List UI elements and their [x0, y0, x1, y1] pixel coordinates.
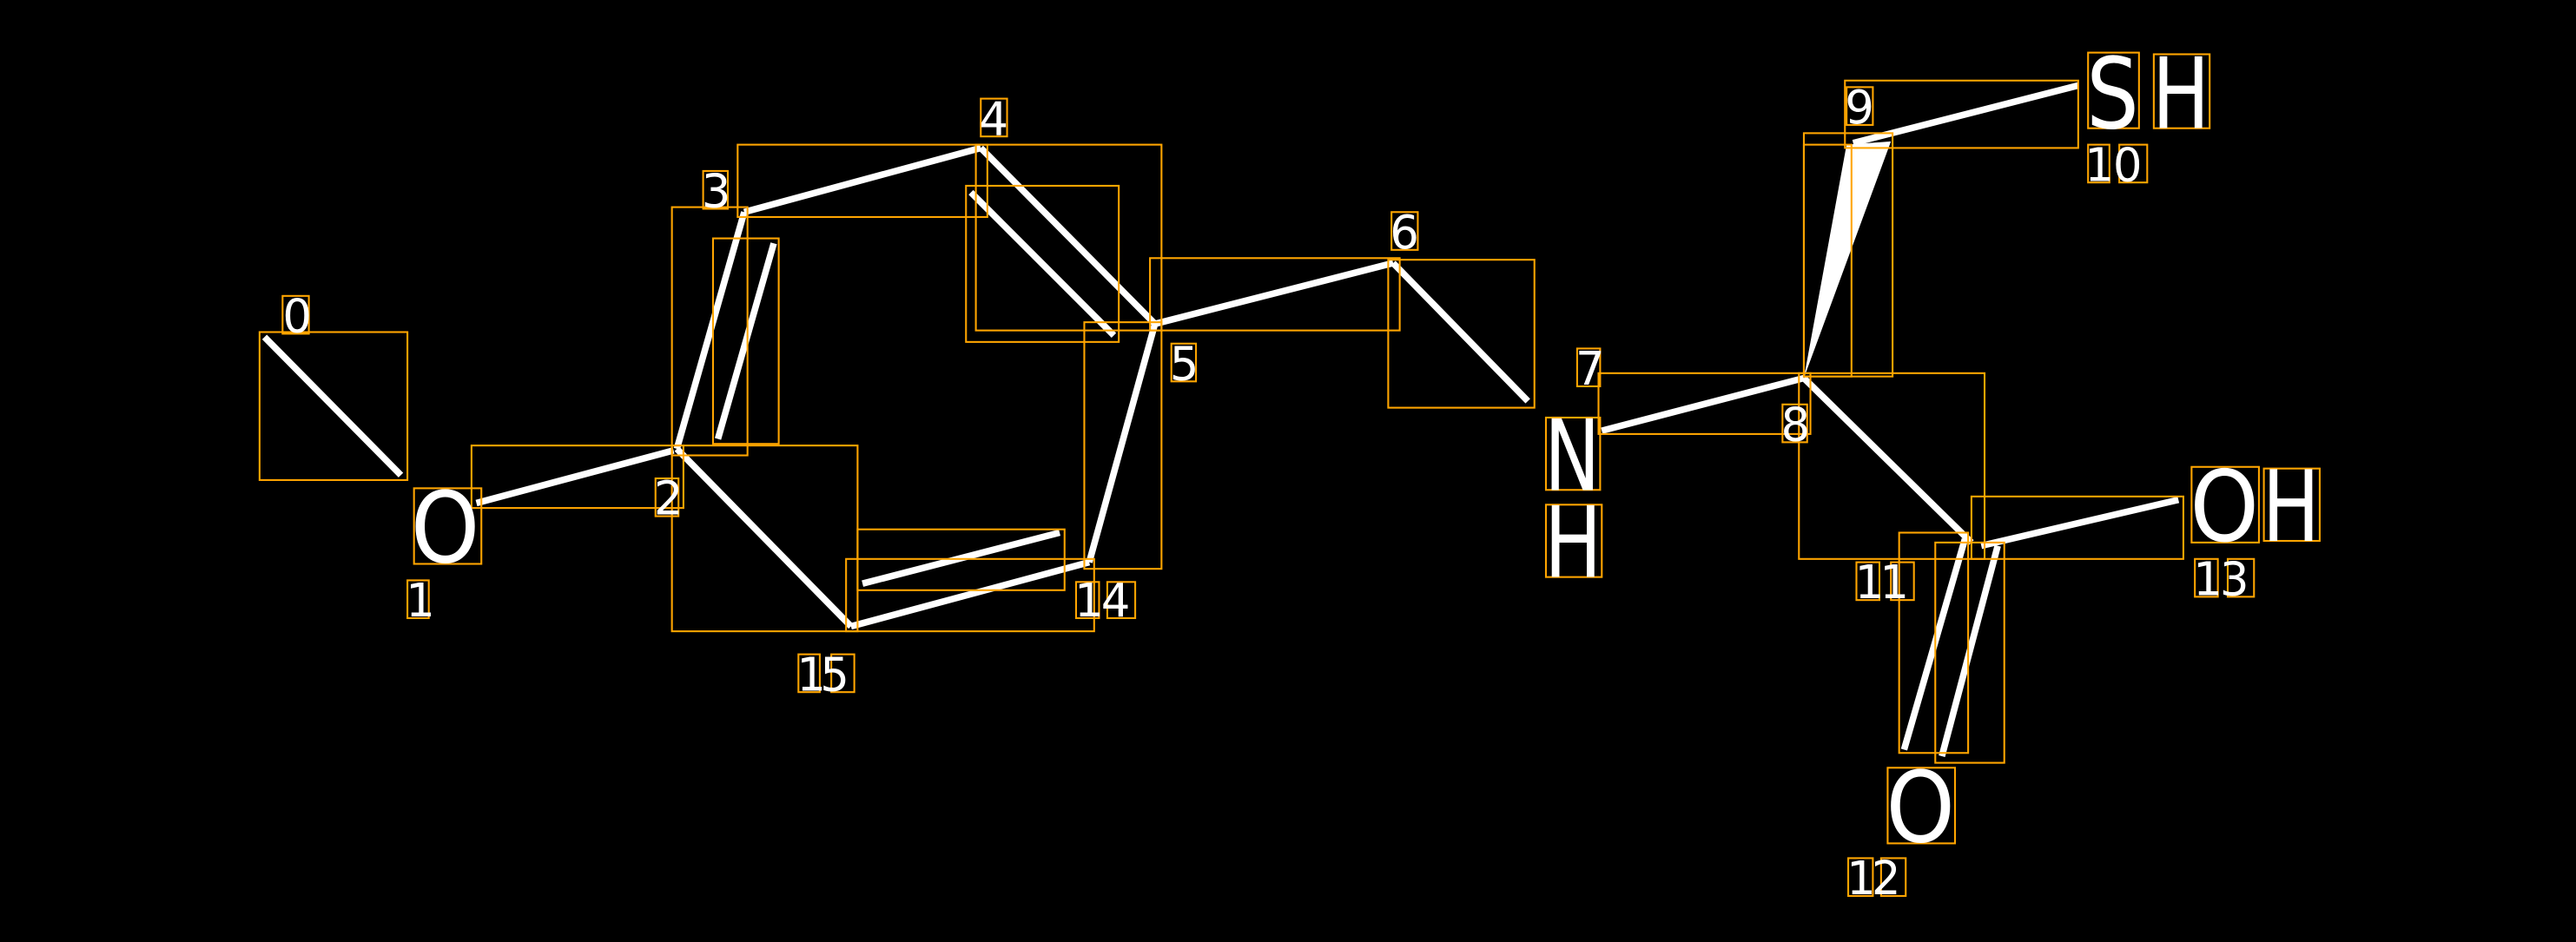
atom-index-5: 5 — [1170, 338, 1204, 391]
bond-14-15 — [849, 558, 1091, 630]
bond-11-12-b — [1939, 544, 2001, 758]
atom-index-2: 2 — [654, 473, 688, 526]
bond-8-11 — [1801, 375, 1974, 545]
bond-4-5 — [978, 145, 1158, 326]
bond-2-3-inner — [714, 242, 777, 440]
atom-index-1: 1 — [406, 575, 439, 628]
atom-index-7: 7 — [1575, 343, 1609, 396]
atom-10-symbol: S — [2086, 37, 2139, 152]
bond-5-6 — [1153, 260, 1394, 327]
bond-7-8 — [1601, 374, 1805, 434]
atom-index-0: 0 — [282, 290, 316, 343]
atom-index-15: 15 — [796, 649, 854, 702]
atom-index-13: 13 — [2193, 553, 2254, 606]
bond-3-4 — [743, 144, 982, 215]
atom-7-symbol: N — [1544, 399, 1600, 513]
bounding-boxes — [258, 51, 2321, 898]
atom-index-14: 14 — [1074, 575, 1135, 628]
atom-index-3: 3 — [702, 166, 736, 219]
atom-13-symbol: O — [2190, 450, 2258, 564]
atom-index-8: 8 — [1780, 399, 1814, 451]
bond-1-2 — [475, 447, 675, 507]
atom-indices: 0 1 2 3 4 5 6 7 8 9 10 11 12 13 14 15 — [282, 82, 2254, 906]
atom-index-11: 11 — [1855, 557, 1914, 609]
atom-1-symbol: O — [411, 471, 479, 586]
atom-index-6: 6 — [1390, 207, 1423, 260]
atom-index-4: 4 — [979, 93, 1013, 146]
atom-index-10: 10 — [2084, 139, 2147, 192]
bond-5-14 — [1086, 323, 1159, 563]
bond-0 — [261, 334, 404, 478]
bond-4-5-inner — [968, 189, 1117, 338]
atom-10-hydrogen: H — [2152, 37, 2209, 152]
atom-13-hydrogen: H — [2262, 450, 2320, 564]
bond-15-2 — [674, 446, 854, 629]
bond-2-3 — [673, 211, 748, 450]
atom-symbols: O N H S H O O H — [411, 37, 2320, 866]
atom-index-9: 9 — [1845, 82, 1879, 135]
atom-index-12: 12 — [1846, 853, 1906, 906]
atom-7-hydrogen: H — [1544, 486, 1602, 601]
atom-12-symbol: O — [1886, 750, 1955, 865]
wedge-bond-8-9 — [1803, 141, 1892, 379]
bond-11-13 — [1980, 496, 2180, 550]
bond-6 — [1390, 260, 1530, 404]
